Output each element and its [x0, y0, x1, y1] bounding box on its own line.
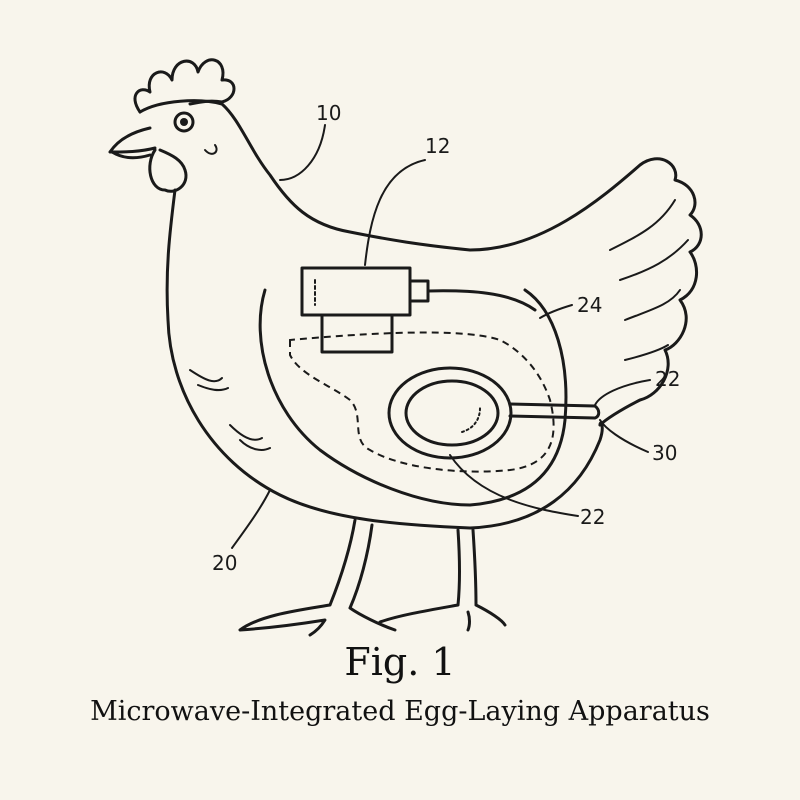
leg-left — [238, 518, 397, 637]
label-20: 20 — [212, 551, 237, 575]
feather-marks — [189, 369, 271, 451]
cable — [426, 289, 537, 312]
leader-12 — [364, 159, 426, 266]
leader-22-lower — [449, 454, 579, 517]
label-12: 12 — [425, 134, 450, 158]
comb — [133, 58, 236, 114]
figure-caption: Microwave-Integrated Egg-Laying Apparatu… — [90, 696, 710, 727]
leader-24 — [539, 304, 573, 319]
leader-22-upper — [594, 379, 651, 406]
leader-30 — [599, 419, 649, 453]
leader-10 — [279, 124, 326, 181]
wattle — [148, 148, 188, 193]
microwave-base — [320, 313, 394, 354]
leg-right — [378, 528, 507, 632]
tube — [508, 402, 601, 420]
wing — [258, 288, 568, 507]
label-10: 10 — [316, 101, 341, 125]
label-24: 24 — [577, 293, 602, 317]
head-outline — [138, 99, 703, 427]
body-outline — [165, 188, 604, 530]
egg-ring-outer — [387, 366, 513, 460]
eye — [173, 111, 195, 133]
pupil — [180, 118, 188, 126]
egg-shading — [461, 407, 481, 433]
microwave-unit — [300, 266, 412, 317]
cheek — [204, 144, 218, 155]
label-30: 30 — [652, 441, 677, 465]
beak — [108, 126, 157, 160]
tail-feather-lines — [609, 199, 689, 361]
microwave-connector — [408, 279, 430, 303]
label-22-upper: 22 — [655, 367, 680, 391]
leader-20 — [231, 489, 271, 549]
egg-ring-inner — [404, 379, 500, 447]
figure-number: Fig. 1 — [344, 640, 456, 684]
dashed-housing — [289, 331, 555, 473]
label-22-lower: 22 — [580, 505, 605, 529]
